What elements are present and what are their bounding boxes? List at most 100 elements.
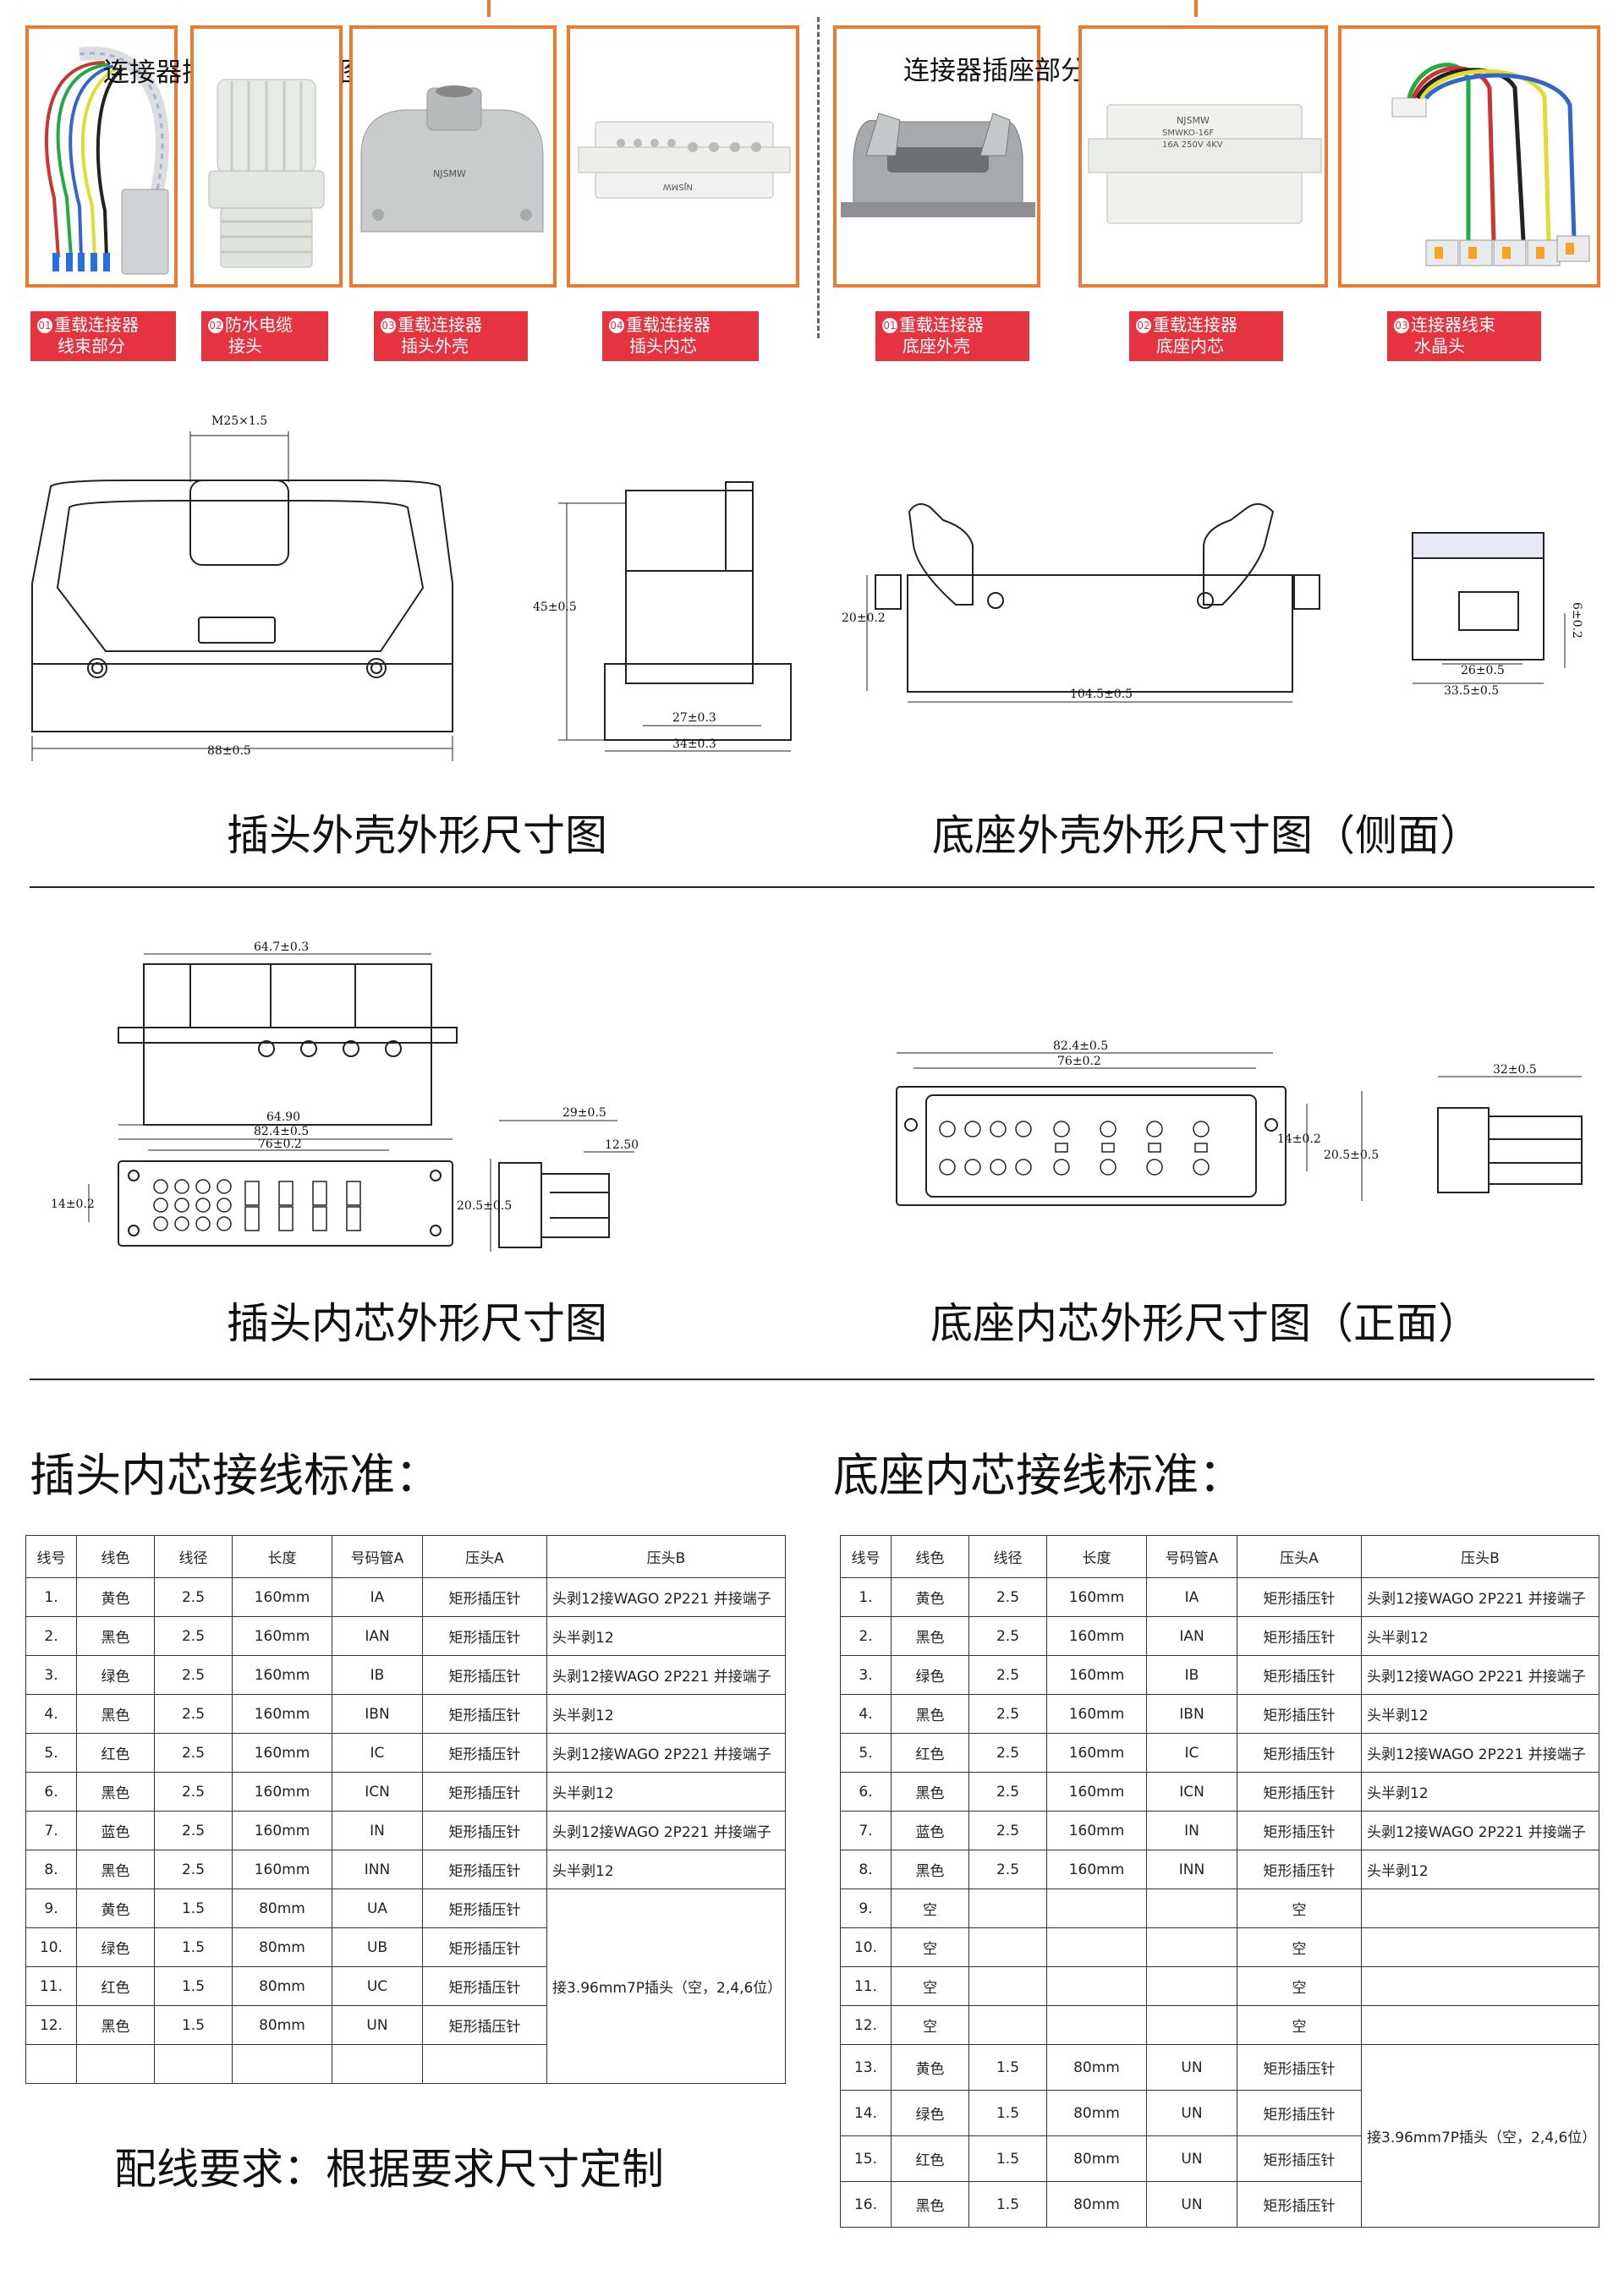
- connector-line-right: [1194, 0, 1198, 17]
- table-cell: 黑色: [891, 1616, 969, 1656]
- table-cell: 黑色: [76, 1850, 155, 1889]
- dim-height: 14±0.2: [51, 1198, 95, 1211]
- table-cell: 2.5: [968, 1811, 1047, 1850]
- table-header-cell: 线号: [25, 1535, 77, 1578]
- table-cell: 黑色: [76, 2005, 155, 2045]
- table-cell: 1.: [840, 1577, 892, 1617]
- dim-outer: 82.4±0.5: [254, 1125, 309, 1138]
- dim-inner: 76±0.2: [258, 1138, 302, 1151]
- table-cell: [1361, 2005, 1599, 2045]
- table-cell: 160mm: [1046, 1655, 1147, 1695]
- table-cell: 160mm: [1046, 1850, 1147, 1889]
- cable-gland-image: [208, 79, 325, 268]
- table-cell: 160mm: [232, 1811, 332, 1850]
- table-cell: INN: [332, 1850, 423, 1889]
- dim-height-outer: 20.5±0.5: [1324, 1148, 1379, 1162]
- table-cell: 8.: [840, 1850, 892, 1889]
- table-cell: [1361, 1927, 1599, 1967]
- table-cell: 矩形插压针: [422, 1616, 547, 1656]
- badge-line1: 重载连接器: [1153, 315, 1237, 335]
- table-cell: ICN: [332, 1772, 423, 1812]
- dim-width: 88±0.5: [207, 744, 251, 758]
- harness-image: [44, 47, 169, 275]
- table-cell: 160mm: [232, 1772, 332, 1812]
- table-cell: 黑色: [76, 1772, 155, 1812]
- table-cell: IN: [1146, 1811, 1237, 1850]
- table-cell: 80mm: [1046, 2181, 1147, 2228]
- table-cell: 头剥12接WAGO 2P221 并接端子: [1361, 1655, 1599, 1695]
- table-cell: 80mm: [232, 2005, 332, 2045]
- table-cell: 头剥12接WAGO 2P221 并接端子: [546, 1577, 786, 1617]
- table-row: 9.空空: [840, 1889, 1599, 1928]
- table-cell: 绿色: [76, 1927, 155, 1967]
- table-header-cell: 号码管A: [332, 1535, 423, 1578]
- table-cell: 9.: [840, 1889, 892, 1928]
- badge-line2: 底座内芯: [1156, 336, 1224, 356]
- table-cell: 80mm: [1046, 2135, 1147, 2182]
- table-cell: 160mm: [232, 1616, 332, 1656]
- badge-number: 03: [1394, 318, 1409, 333]
- table-cell: 黄色: [76, 1889, 155, 1928]
- table-cell: 红色: [76, 1733, 155, 1773]
- dim-side-inner: 12.50: [605, 1138, 639, 1152]
- caption-plug-shell: 插头外壳外形尺寸图: [227, 811, 607, 860]
- table-cell: 头剥12接WAGO 2P221 并接端子: [546, 1733, 786, 1773]
- table-cell: 3.: [25, 1655, 77, 1695]
- plug-table-title: 插头内芯接线标准：: [30, 1449, 441, 1502]
- table-cell: 80mm: [1046, 2044, 1147, 2091]
- table-cell: 5.: [840, 1733, 892, 1773]
- badge-line1: 重载连接器: [626, 315, 710, 335]
- table-cell: 矩形插压针: [1237, 2090, 1362, 2136]
- table-cell: 头剥12接WAGO 2P221 并接端子: [546, 1811, 786, 1850]
- badge-line2: 接头: [228, 336, 262, 356]
- table-header-cell: 线径: [154, 1535, 233, 1578]
- table-cell: 蓝色: [891, 1811, 969, 1850]
- badge-number: 01: [882, 318, 897, 333]
- table-cell: 空: [891, 1966, 969, 2006]
- table-cell: 160mm: [1046, 1811, 1147, 1850]
- table-cell: 160mm: [232, 1733, 332, 1773]
- photo-plug-core: NJSMW: [567, 25, 799, 288]
- table-cell: 2.: [840, 1616, 892, 1656]
- table-row: 11.空空: [840, 1966, 1599, 2006]
- drawing-base-shell-side: 20±0.2 104.5±0.5: [842, 503, 1320, 703]
- table-cell: UN: [1146, 2090, 1237, 2136]
- table-cell: 1.5: [968, 2044, 1047, 2091]
- photo-plug-harness: [25, 25, 178, 288]
- table-cell: IB: [332, 1655, 423, 1695]
- base-shell-image: [841, 112, 1035, 217]
- table-cell: 160mm: [232, 1694, 332, 1734]
- table-cell: 矩形插压针: [1237, 1616, 1362, 1656]
- table-cell: 绿色: [891, 2090, 969, 2136]
- table-header-cell: 压头B: [1361, 1535, 1599, 1578]
- table-cell: 160mm: [232, 1850, 332, 1889]
- table-cell: 矩形插压针: [1237, 1694, 1362, 1734]
- table-cell: 6.: [25, 1772, 77, 1812]
- table-cell: 矩形插压针: [422, 1694, 547, 1734]
- drawing-base-core-side: 32±0.5: [1437, 1063, 1583, 1193]
- table-cell: 80mm: [232, 1966, 332, 2006]
- table-cell: 160mm: [1046, 1733, 1147, 1773]
- badge-line1: 连接器线束: [1411, 315, 1495, 335]
- dim-side-h: 6±0.2: [1570, 602, 1583, 639]
- table-cell: 8.: [25, 1850, 77, 1889]
- photo-plug-shell: NJSMW: [349, 25, 557, 288]
- table-cell: 160mm: [1046, 1772, 1147, 1812]
- badge-number: 02: [1136, 318, 1151, 333]
- table-cell: 2.5: [968, 1616, 1047, 1656]
- table-cell: 13.: [840, 2044, 892, 2091]
- table-cell: UN: [1146, 2135, 1237, 2182]
- table-cell: 1.5: [968, 2181, 1047, 2228]
- table-cell: IN: [332, 1811, 423, 1850]
- badge-number: 03: [381, 318, 396, 333]
- base-core-image: NJSMW SMWKO-16F 16A 250V 4KV: [1088, 104, 1322, 224]
